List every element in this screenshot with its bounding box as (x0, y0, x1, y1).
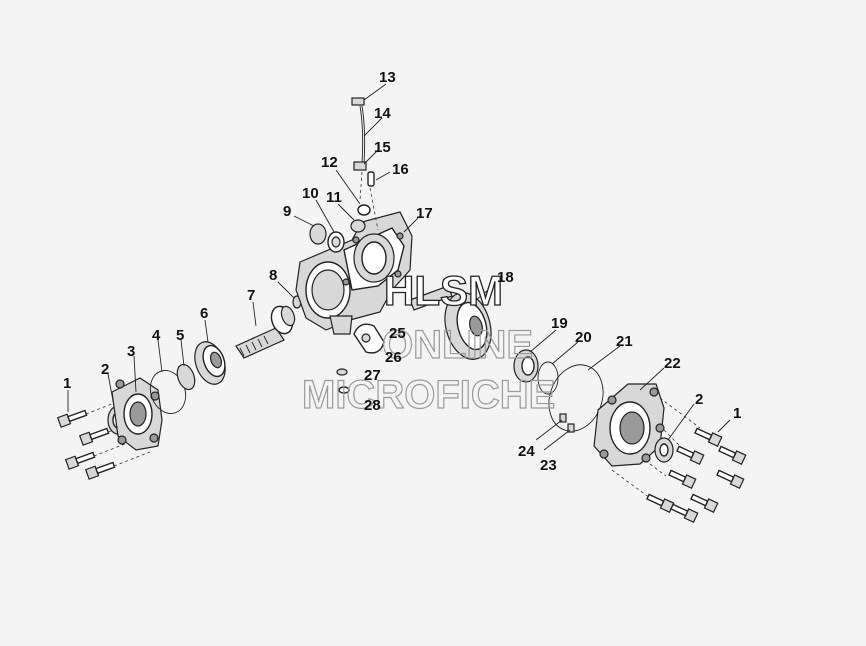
callout-15: 15 (374, 139, 391, 156)
callout-1-right: 1 (733, 405, 741, 422)
callout-19: 19 (551, 315, 568, 332)
watermark: HLSM ONLINE MICROFICHE (301, 266, 556, 417)
dowel-pin-23 (567, 423, 575, 433)
right-bolts (646, 427, 747, 524)
callout-5: 5 (176, 327, 184, 344)
pinion-shaft (235, 305, 296, 359)
callout-8: 8 (269, 267, 277, 284)
seal-9 (309, 223, 327, 245)
callout-3: 3 (127, 343, 135, 360)
callout-20: 20 (575, 329, 592, 346)
ring-gear-assembly (409, 285, 492, 360)
callout-7: 7 (247, 287, 255, 304)
callout-6: 6 (200, 305, 208, 322)
leader-lines (67, 83, 731, 451)
cover-left (111, 377, 163, 451)
o-ring-21 (548, 364, 604, 432)
bearing-left (194, 341, 226, 385)
callout-26: 26 (385, 349, 402, 366)
callout-22: 22 (664, 355, 681, 372)
callout-18: 18 (497, 269, 514, 286)
washer-27 (336, 368, 348, 376)
seal-right (654, 437, 674, 463)
callout-4: 4 (152, 327, 161, 344)
callout-11: 11 (326, 189, 342, 206)
callout-labels: 1 2 3 4 5 6 7 8 9 10 11 12 13 14 15 16 1… (63, 69, 741, 474)
callout-2-right: 2 (695, 391, 703, 408)
callout-17: 17 (416, 205, 433, 222)
washer-12 (357, 204, 371, 216)
callout-16: 16 (392, 161, 409, 178)
callout-1-left: 1 (63, 375, 71, 392)
washer-28 (338, 386, 350, 394)
callout-24: 24 (518, 443, 535, 460)
callout-2-left: 2 (101, 361, 109, 378)
cover-right (593, 383, 665, 467)
watermark-line2: ONLINE (382, 323, 533, 367)
watermark-line1: HLSM (384, 267, 503, 314)
callout-9: 9 (283, 203, 291, 220)
left-bolts (56, 409, 116, 480)
callout-12: 12 (321, 154, 338, 171)
dowel-pin-24 (559, 413, 567, 423)
vent-assembly (351, 97, 375, 187)
callout-28: 28 (364, 397, 381, 414)
callout-21: 21 (616, 333, 633, 350)
needle-bearing-10 (327, 231, 345, 253)
watermark-line3: MICROFICHE (302, 373, 555, 417)
bearing-19 (513, 349, 539, 383)
callout-14: 14 (374, 105, 391, 122)
snap-ring (176, 363, 196, 391)
callout-27: 27 (364, 367, 381, 384)
callout-25: 25 (389, 325, 406, 342)
washer-11 (350, 219, 366, 233)
callout-13: 13 (379, 69, 396, 86)
callout-23: 23 (540, 457, 557, 474)
clip-bracket (353, 323, 385, 354)
callout-10: 10 (302, 185, 319, 202)
